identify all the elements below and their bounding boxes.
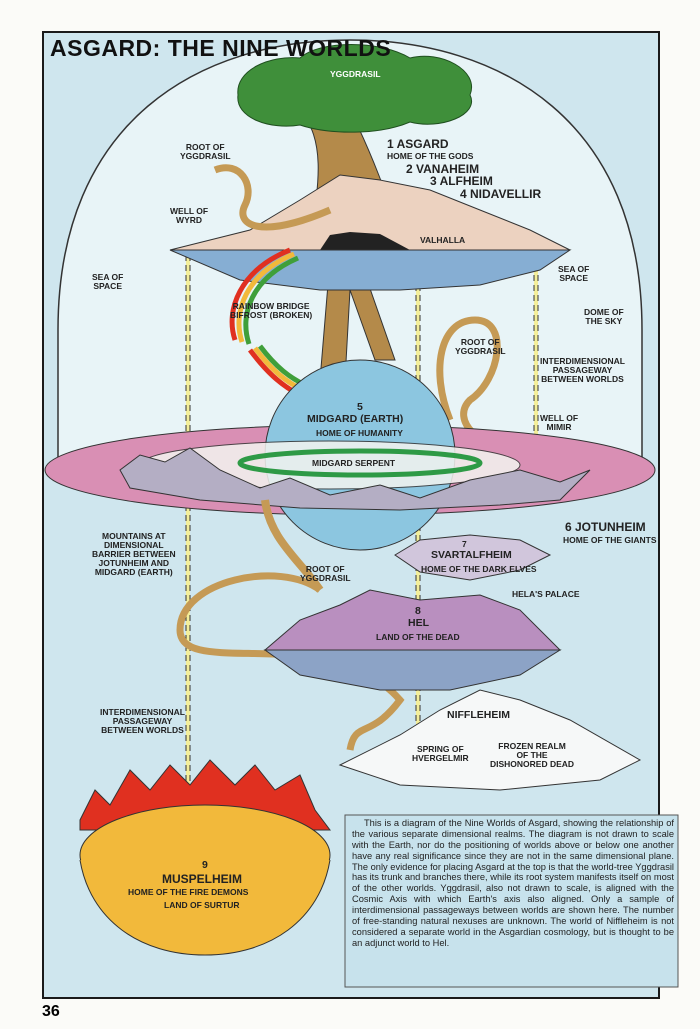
valhalla	[320, 232, 410, 250]
label-yggdrasil: YGGDRASIL	[330, 69, 381, 79]
label-jotunheim: 6 JOTUNHEIM	[565, 520, 646, 534]
label-sea-of-space-left: SEA OF SPACE	[92, 272, 124, 291]
hel-underside	[263, 649, 562, 691]
label-well-of-mimir: WELL OF MIMIR	[540, 413, 579, 432]
label-midgard: MIDGARD (EARTH)	[307, 413, 404, 425]
niffleheim	[338, 689, 642, 791]
label-dome-of-sky: DOME OF THE SKY	[584, 307, 624, 326]
label-root-2: ROOT OF YGGDRASIL	[455, 337, 506, 356]
label-muspelheim-num: 9	[202, 859, 208, 871]
label-vanaheim: 2 VANAHEIM	[406, 162, 480, 176]
label-spring: SPRING OF HVERGELMIR	[412, 744, 469, 763]
label-valhalla: VALHALLA	[420, 235, 466, 245]
description-text: This is a diagram of the Nine Worlds of …	[352, 818, 674, 948]
tree-canopy	[237, 44, 473, 133]
label-svartalfheim-sub: HOME OF THE DARK ELVES	[421, 564, 537, 574]
label-rainbow-bridge: RAINBOW BRIDGE BIFROST (BROKEN)	[230, 301, 313, 320]
jotunheim-mountains	[119, 447, 591, 511]
label-sea-of-space-right: SEA OF SPACE	[558, 264, 590, 283]
page-title: ASGARD: THE NINE WORLDS	[50, 35, 392, 61]
label-root-1: ROOT OF YGGDRASIL	[180, 142, 231, 161]
label-mountains: MOUNTAINS AT DIMENSIONAL BARRIER BETWEEN…	[92, 531, 176, 577]
label-muspelheim-sub1: HOME OF THE FIRE DEMONS	[128, 887, 249, 897]
midgard-serpent	[237, 448, 483, 478]
label-midgard-serpent: MIDGARD SERPENT	[312, 458, 396, 468]
label-hel-num: 8	[415, 605, 421, 617]
label-passageway-2: INTERDIMENSIONAL PASSAGEWAY BETWEEN WORL…	[100, 707, 185, 735]
label-midgard-sub: HOME OF HUMANITY	[316, 428, 403, 438]
label-well-of-wyrd: WELL OF WYRD	[170, 206, 209, 225]
root-loop-1	[213, 164, 332, 231]
root-loop-3	[176, 572, 405, 751]
label-hel: HEL	[408, 617, 429, 629]
label-frozen-realm: FROZEN REALM OF THE DISHONORED DEAD	[490, 741, 575, 769]
description-box	[344, 814, 679, 988]
hel-landmass	[263, 589, 562, 651]
label-root-3: ROOT OF YGGDRASIL	[300, 564, 351, 583]
label-helas-palace: HELA'S PALACE	[512, 589, 580, 599]
label-nidavellir: 4 NIDAVELLIR	[460, 187, 542, 201]
label-passageway-1: INTERDIMENSIONAL PASSAGEWAY BETWEEN WORL…	[540, 356, 625, 384]
label-svartalfheim-num: 7	[462, 539, 467, 549]
label-jotunheim-sub: HOME OF THE GIANTS	[563, 535, 657, 545]
page-number: 36	[42, 1003, 60, 1020]
label-asgard: 1 ASGARD	[387, 137, 449, 151]
asgard-landmass	[169, 174, 571, 251]
label-asgard-sub: HOME OF THE GODS	[387, 151, 474, 161]
label-svartalfheim: SVARTALFHEIM	[431, 549, 512, 561]
label-muspelheim: MUSPELHEIM	[162, 872, 243, 886]
label-alfheim: 3 ALFHEIM	[430, 174, 493, 188]
label-niffleheim: NIFFLEHEIM	[447, 709, 510, 721]
label-hel-sub: LAND OF THE DEAD	[376, 632, 460, 642]
label-muspelheim-sub2: LAND OF SURTUR	[164, 900, 240, 910]
label-midgard-num: 5	[357, 401, 363, 413]
svartalfheim	[394, 534, 552, 581]
